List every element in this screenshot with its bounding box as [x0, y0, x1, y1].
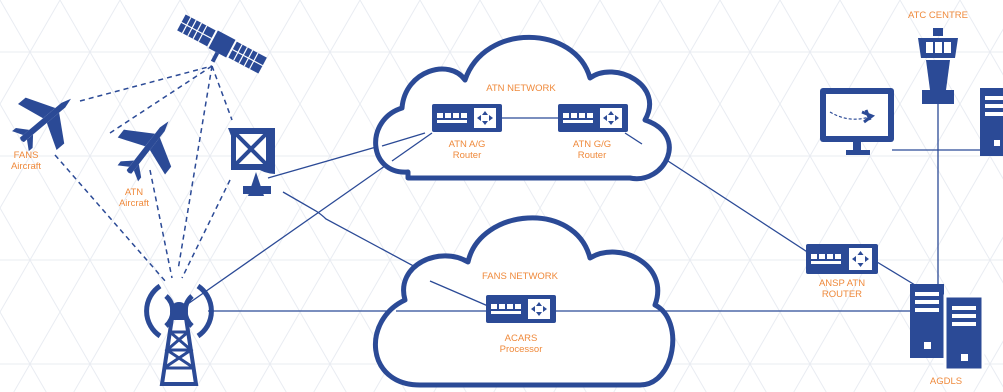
atn-aircraft-label-line1: ATN — [124, 187, 144, 198]
link-dish-acars — [282, 191, 489, 307]
cloud-icon — [373, 35, 672, 182]
aircraft-icon — [117, 121, 172, 182]
cloud-inner-links — [381, 117, 660, 312]
atn-aircraft-label: ATN Aircraft — [119, 187, 149, 209]
atn-ag-router-label: ATN A/G Router — [449, 139, 486, 161]
fans-aircraft-label-line1: FANS — [13, 150, 39, 161]
atn-aircraft-label-line2: Aircraft — [118, 198, 150, 209]
link-ansp-agdls — [876, 261, 916, 286]
fans-aircraft-label: FANS Aircraft — [11, 150, 41, 172]
control-tower-icon — [918, 28, 958, 104]
acars-processor-label: ACARS Processor — [500, 333, 543, 355]
atn-gg-router-label-line2: Router — [577, 150, 607, 161]
server-icon — [910, 284, 985, 372]
radio-tower-icon — [144, 283, 214, 386]
fans-network-label: FANS NETWORK — [481, 271, 559, 282]
fans-aircraft-label-line2: Aircraft — [10, 161, 42, 172]
aircraft-icon — [12, 97, 71, 152]
atn-gg-router-label: ATN G/G Router — [573, 139, 611, 161]
server-icon — [980, 88, 1003, 156]
satellite-dish-icon — [228, 128, 275, 196]
satellite-icon — [177, 14, 267, 74]
atn-network-label: ATN NETWORK — [486, 83, 556, 94]
air-links — [54, 65, 233, 283]
atn-gg-router-label-line1: ATN G/G — [572, 139, 612, 150]
ansp-atn-router-label: ANSP ATN ROUTER — [819, 278, 865, 300]
atn-ag-router-label-line1: ATN A/G — [448, 139, 486, 150]
router-icon — [806, 244, 878, 274]
ansp-atn-router-label-line2: ROUTER — [821, 289, 863, 300]
atc-centre-label: ATC CENTRE — [908, 10, 968, 21]
ansp-atn-router-label-line1: ANSP ATN — [818, 278, 866, 289]
acars-processor-label-line1: ACARS — [504, 333, 538, 344]
atn-ag-router-label-line2: Router — [452, 150, 482, 161]
acars-processor-label-line2: Processor — [499, 344, 543, 355]
router-icon — [432, 104, 502, 132]
router-icon — [486, 295, 556, 323]
router-icon — [558, 104, 628, 132]
radar-monitor-icon — [820, 88, 894, 155]
agdls-label: AGDLS — [929, 376, 963, 387]
